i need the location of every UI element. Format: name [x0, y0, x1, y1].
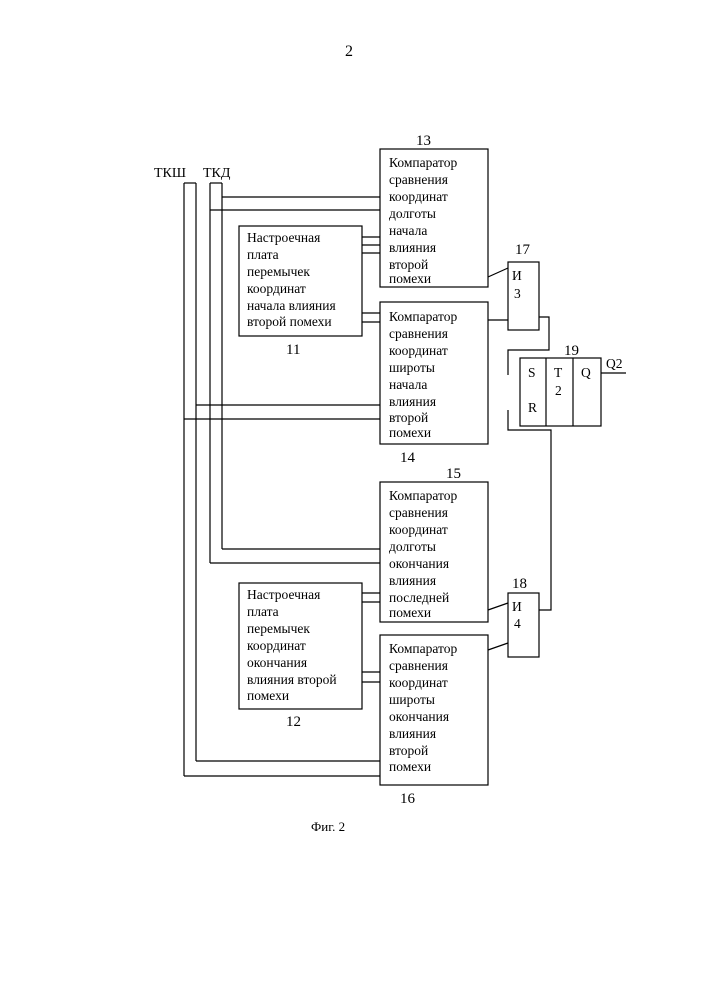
comparator-16-line: Компаратор	[389, 641, 457, 656]
comparator-14: 14 Компаратор сравнения координат широты…	[380, 302, 488, 466]
comparator-15: 15 Компаратор сравнения координат долгот…	[380, 466, 488, 622]
comparator-16-line: окончания	[389, 709, 449, 724]
comparator-16: 16 Компаратор сравнения координат широты…	[380, 635, 488, 807]
comparator-14-line: широты	[389, 360, 435, 375]
comparator-13-line: помехи	[389, 271, 431, 286]
jumper-board-11-line: координат	[247, 281, 306, 296]
block-number-18: 18	[512, 576, 527, 592]
trigger-t-label: Т	[554, 365, 563, 380]
comparator-13-line: начала	[389, 223, 427, 238]
and-gate-17-label: И	[512, 268, 522, 283]
block-number-12: 12	[286, 714, 301, 730]
comparator-14-line: сравнения	[389, 326, 448, 341]
comparator-13-line: сравнения	[389, 172, 448, 187]
block-number-19: 19	[564, 343, 579, 359]
comparator-13-line: второй	[389, 257, 428, 272]
jumper-board-12-line: перемычек	[247, 621, 310, 636]
trigger-q-output-label: Q	[581, 365, 591, 380]
and-gate-18: 18 И 4	[508, 576, 539, 657]
page-number: 2	[345, 43, 353, 60]
comparator-13-line: координат	[389, 189, 448, 204]
and-gate-18-index: 4	[514, 616, 521, 631]
comparator-14-line: координат	[389, 343, 448, 358]
bus-tkd	[210, 183, 222, 563]
comparator-14-line: влияния	[389, 394, 436, 409]
jumper-board-11-line: перемычек	[247, 264, 310, 279]
comparator-16-line: второй	[389, 743, 428, 758]
comparator-13: 13 Компаратор сравнения координат долгот…	[380, 133, 488, 287]
comparator-16-line: помехи	[389, 759, 431, 774]
block-number-11: 11	[286, 342, 300, 358]
comparator-15-line: Компаратор	[389, 488, 457, 503]
output-q2-label: Q2	[606, 356, 623, 371]
comparator-15-line: координат	[389, 522, 448, 537]
block-number-15: 15	[446, 466, 461, 482]
comparator-15-line: сравнения	[389, 505, 448, 520]
bus-label-tkd: ТКД	[203, 166, 231, 181]
jumper-board-12: 12 Настроечная плата перемычек координат…	[239, 583, 362, 730]
block-number-13: 13	[416, 133, 431, 149]
comparator-16-line: сравнения	[389, 658, 448, 673]
trigger-t-index: 2	[555, 383, 562, 398]
comparator-16-line: координат	[389, 675, 448, 690]
comparator-15-line: окончания	[389, 556, 449, 571]
block-number-16: 16	[400, 791, 416, 807]
trigger-s-input-label: S	[528, 365, 536, 380]
jumper-board-11-line: второй помехи	[247, 314, 332, 329]
trigger-r-input-label: R	[528, 400, 537, 415]
comparator-15-line: долготы	[389, 539, 436, 554]
jumper-board-11: 11 Настроечная плата перемычек координат…	[239, 226, 362, 358]
jumper-board-11-line: Настроечная	[247, 230, 320, 245]
comparator-15-line: влияния	[389, 573, 436, 588]
jumper-board-11-line: плата	[247, 247, 279, 262]
comparator-14-line: второй	[389, 410, 428, 425]
comparator-15-line: последней	[389, 590, 449, 605]
jumper-board-12-line: плата	[247, 604, 279, 619]
jumper-board-12-line: влияния второй	[247, 672, 337, 687]
jumper-board-12-line: помехи	[247, 688, 289, 703]
figure-caption: Фиг. 2	[311, 819, 345, 834]
jumper-board-12-line: координат	[247, 638, 306, 653]
comparator-14-line: помехи	[389, 425, 431, 440]
trigger-19: 19 S R Т 2 Q Q2	[520, 343, 623, 426]
and-gate-18-label: И	[512, 599, 522, 614]
jumper-board-12-line: Настроечная	[247, 587, 320, 602]
and-gate-17-index: 3	[514, 286, 521, 301]
comparator-13-line: Компаратор	[389, 155, 457, 170]
jumper-board-11-line: начала влияния	[247, 298, 336, 313]
comparator-14-line: Компаратор	[389, 309, 457, 324]
comparator-13-line: долготы	[389, 206, 436, 221]
comparator-13-line: влияния	[389, 240, 436, 255]
comparator-16-line: влияния	[389, 726, 436, 741]
and-gate-17: 17 И 3	[508, 242, 539, 330]
bus-label-tksh: ТКШ	[154, 166, 186, 181]
jumper-board-12-line: окончания	[247, 655, 307, 670]
comparator-14-line: начала	[389, 377, 427, 392]
block-number-14: 14	[400, 450, 416, 466]
comparator-15-line: помехи	[389, 605, 431, 620]
comparator-16-line: широты	[389, 692, 435, 707]
block-number-17: 17	[515, 242, 531, 258]
